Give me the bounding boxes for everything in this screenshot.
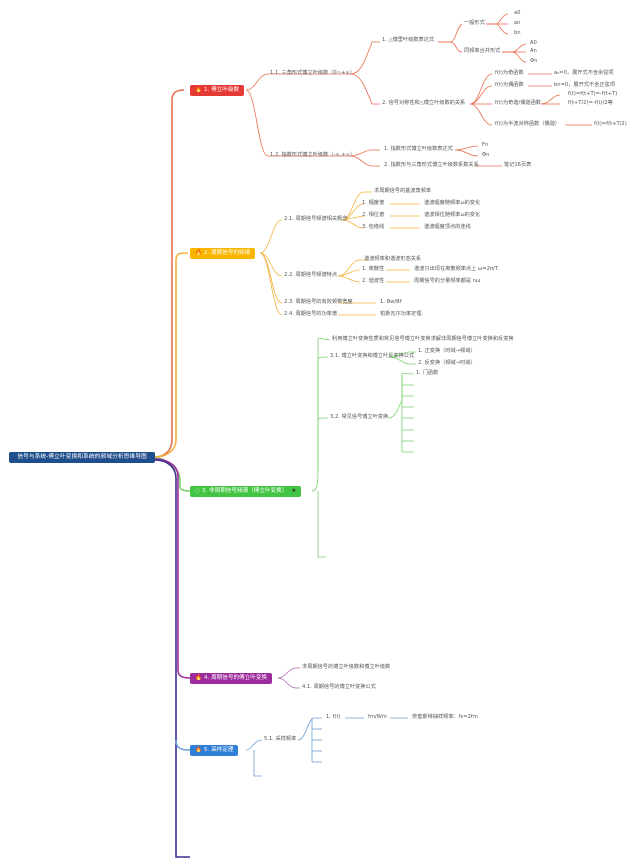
chapter-3-title: 3. 非周期信号频谱（傅立叶变换）	[201, 488, 288, 494]
c3-intro: 利用傅立叶变换性质和常见信号傅立叶变换求解非周期信号傅立叶变换和反变换	[332, 336, 514, 342]
c3-connectors	[311, 337, 416, 558]
root-node[interactable]: 信号与系统-傅立叶变换和系统的频域分析思维导图	[9, 452, 155, 463]
c2-s2-intro: 谐波频率和谐波形态关系	[364, 256, 422, 262]
c2-s3-label[interactable]: 2.3. 周期信号的有效频带宽度	[284, 299, 353, 305]
star-icon: ★	[291, 488, 297, 494]
c2-s2-label[interactable]: 2.2. 周期信号频谱特点	[284, 272, 338, 278]
c3-s2-label[interactable]: 3.2. 常见信号傅立叶变换	[330, 414, 389, 420]
c1-g-item-1: an	[514, 20, 521, 26]
c1-s2-a-item-0: Fn	[482, 142, 489, 148]
c2-s2-row-1-v: 周期信号的分量频率都是 nω	[414, 278, 481, 284]
c1-r3[interactable]: f(t)为奇谐/偶谐函数	[495, 100, 541, 106]
c2-s4-value: 帕斯瓦尔功率定理	[380, 311, 422, 317]
c5-connectors	[245, 717, 408, 777]
c2-s1-row-2-k[interactable]: 3. 包络线	[362, 224, 385, 230]
c5-v1: fm/Wm	[368, 714, 387, 720]
c3-s1-a[interactable]: 1. 正变换（时域→频域）	[418, 348, 476, 354]
fire-icon: 🔥	[195, 675, 202, 681]
c1-connectors	[245, 13, 592, 167]
chapter-5-title: 5. 采样定理	[203, 747, 234, 753]
chapter-1-node[interactable]: 🔥1. 傅立叶级数	[190, 85, 245, 96]
trunk-line-1	[154, 89, 185, 458]
c4-b[interactable]: 4.1. 周期信号的傅立叶变换公式	[302, 684, 376, 690]
fire-icon: 🔥	[195, 250, 202, 256]
c1-s2-a-item-1: Φn	[482, 152, 490, 158]
c1-r2[interactable]: f(t)为偶函数	[495, 82, 524, 88]
c5-s1-label[interactable]: 5.1. 采样频率	[264, 736, 297, 742]
chapter-4-title: 4. 周期信号的傅立叶变换	[203, 675, 268, 681]
c1-s1-label[interactable]: 1.1. 三角形式傅立叶级数（0~+∞）	[270, 70, 355, 76]
c1-s1-b-label[interactable]: 2. 信号对称性和△傅立叶级数的关系	[382, 100, 466, 106]
c1-r4[interactable]: f(t)为半波对称函数（偶谐）	[495, 121, 560, 127]
c2-s2-row-0-k[interactable]: 1. 离散性	[362, 266, 385, 272]
c2-s2-row-1-k[interactable]: 2. 谐波性	[362, 278, 385, 284]
c2-s1-row-1-k[interactable]: 2. 相位谱	[362, 212, 385, 218]
c1-s1-a-label[interactable]: 1. △傅里叶级数表达式	[382, 37, 435, 43]
trunk-line-2	[154, 252, 189, 458]
c3-s1-b[interactable]: 2. 反变换（频域→时域）	[418, 360, 476, 366]
c2-s1-row-2-v: 谐波幅度顶点的连线	[424, 224, 471, 230]
chapter-5-node[interactable]: 🔥5. 采样定理	[190, 745, 239, 756]
c1-s2-a[interactable]: 1. 指数形式傅立叶级数表达式	[384, 146, 453, 152]
chapter-2-node[interactable]: 🔥2. 周期信号的频谱	[190, 248, 256, 259]
circle-icon: ◌	[195, 488, 200, 494]
c5-item[interactable]: 1. f(t)	[326, 714, 341, 720]
fire-icon: 🔥	[195, 747, 202, 753]
fire-icon: 🔥	[195, 87, 202, 93]
c2-s4-label[interactable]: 2.4. 周期信号的功率谱	[284, 311, 338, 317]
c1-m-item-0: A0	[530, 40, 537, 46]
c3-s2-first[interactable]: 1. 门函数	[416, 370, 439, 376]
trunk-line-4	[154, 458, 191, 679]
trunk-line-3	[154, 457, 191, 492]
c2-s3-value: 1. Bw/Bf	[380, 299, 402, 305]
chapter-1-title: 1. 傅立叶级数	[203, 87, 240, 93]
c1-general-form[interactable]: 一般形式	[464, 20, 485, 26]
c1-r3b: f(t+T/2)=-f(t)/2等	[568, 100, 613, 106]
chapter-2-title: 2. 周期信号的频谱	[203, 250, 251, 256]
c4-connectors	[277, 667, 300, 689]
c4-a: 求周期信号的傅立叶级数和傅立叶级数	[302, 664, 391, 670]
c5-v2: 奈奎斯特抽样频率：fs=2fm	[412, 714, 478, 720]
c1-r3a: f(t)=f(t+T)=-f(t+T)	[568, 91, 618, 97]
c2-s1-row-0-k[interactable]: 1. 幅度谱	[362, 200, 385, 206]
trunk-line-5	[154, 459, 190, 858]
c1-g-item-2: bn	[514, 30, 521, 36]
c1-s2-b[interactable]: 2. 指数形与三角形式傅立叶级数系数关系	[384, 162, 479, 168]
c2-s1-row-0-v: 谐波幅度随频率ω的变化	[424, 200, 481, 206]
c2-s1-intro: 求周期信号的基波角频率	[374, 188, 432, 194]
c1-m-item-1: An	[530, 48, 537, 54]
c2-s2-row-0-v: 谐波只出现在离散频率点上 ω=2π/T	[414, 266, 498, 272]
c1-s2-label[interactable]: 1.2. 指数形式傅立叶级数（-∞,+∞）	[270, 152, 356, 158]
c2-s1-label[interactable]: 2.1. 周期信号频谱相关概念	[284, 216, 348, 222]
chapter-3-node[interactable]: ◌3. 非周期信号频谱（傅立叶变换）★	[190, 486, 302, 497]
c1-s2-b-note: 笔记16页表	[504, 162, 532, 168]
c2-s1-row-1-v: 谐波相位随频率ω的变化	[424, 212, 481, 218]
chapter-4-node[interactable]: 🔥4. 周期信号的傅立叶变换	[190, 673, 273, 684]
trunk-line-5b	[175, 739, 191, 751]
c1-r1a: a₀=0，展开式不含余弦项	[554, 70, 614, 76]
c1-r2a: bn=0，展开式不含正弦项	[554, 82, 615, 88]
c2-connectors	[259, 191, 420, 316]
c1-m-item-2: Φn	[530, 58, 538, 64]
c1-g-item-0: a0	[514, 10, 521, 16]
c1-r1[interactable]: f(t)为奇函数	[495, 70, 524, 76]
c1-merged-form[interactable]: 同频率合并形式	[464, 48, 501, 54]
c1-r4a: f(t)=f(t+T/2)	[594, 121, 627, 127]
c3-s1-label[interactable]: 3.1. 傅立叶变换和傅立叶反变换公式	[330, 353, 415, 359]
